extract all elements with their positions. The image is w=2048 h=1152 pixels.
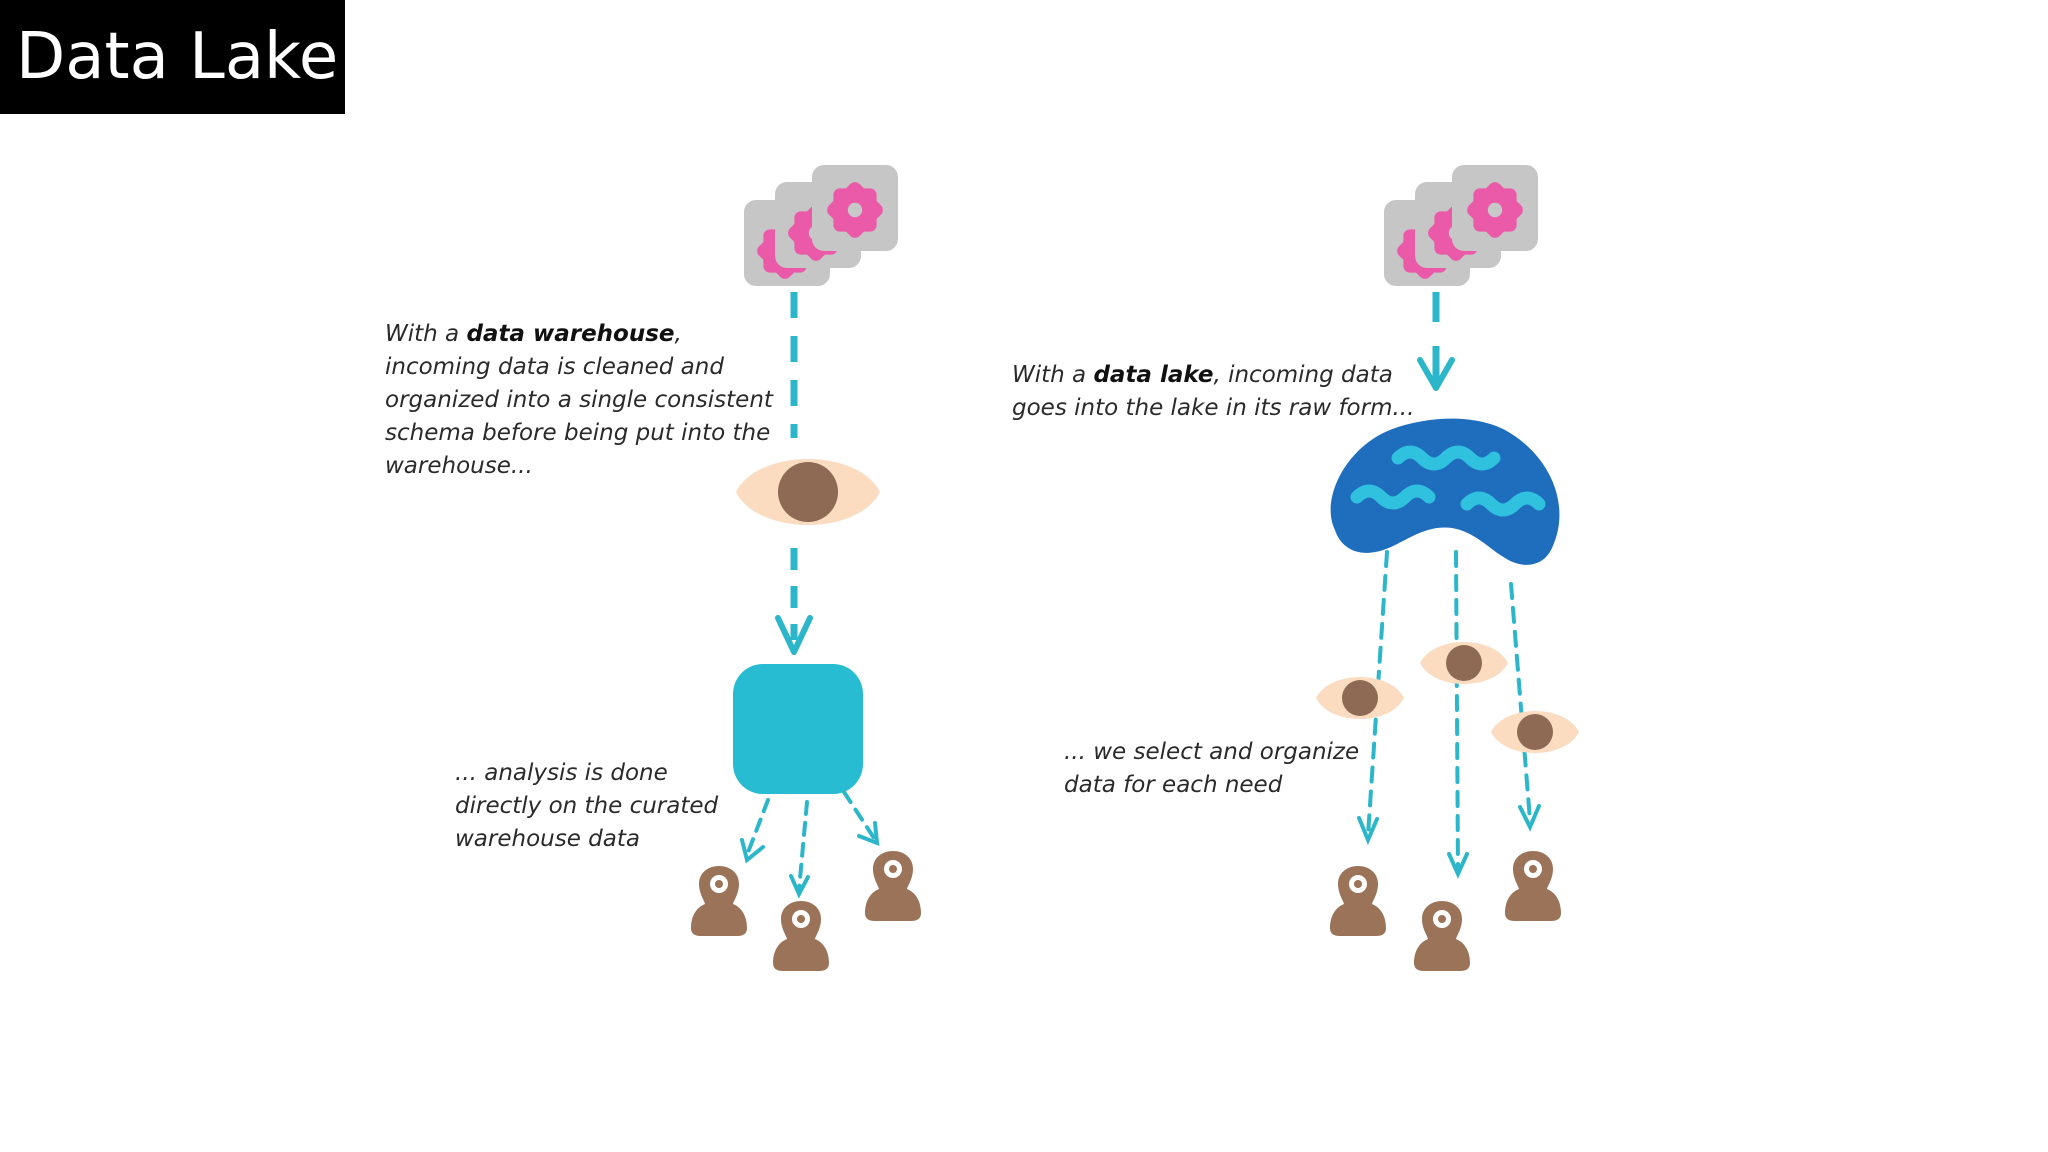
select-caption-line-1: ... we select and organize [1064,739,1360,765]
warehouse-caption-bold: data warehouse [466,321,675,347]
warehouse-caption-line-2: incoming data is cleaned and [385,354,724,380]
analysis-caption-line-2: directly on the curated [455,793,719,819]
warehouse-caption: With a data warehouse, incoming data is … [385,318,773,483]
warehouse-block-icon [733,664,863,794]
warehouse-fanout-arrows [740,790,880,899]
lake-source-gears-icon [1384,165,1538,286]
lake-icon [1330,418,1560,565]
user-icon [773,901,829,971]
lake-arrow-top [1417,292,1455,391]
eye-filter-icon [1491,711,1579,753]
user-icon [691,866,747,936]
slide-title: Data Lake [0,0,345,114]
user-icon [1330,866,1386,936]
lake-select-caption: ... we select and organize data for each… [1064,736,1359,802]
lake-caption-line-2: goes into the lake in its raw form... [1012,395,1415,421]
warehouse-arrow-middle [775,548,813,655]
lake-output-arrows [1357,550,1541,879]
lake-caption-bold: data lake [1093,362,1214,388]
analysis-caption-line-1: ... analysis is done [455,760,668,786]
warehouse-caption-line-4: schema before being put into the [385,420,771,446]
eye-filter-icon [1420,642,1508,684]
lake-caption-line-1: With a data lake, incoming data [1012,362,1393,388]
user-icon [1505,851,1561,921]
warehouse-caption-line-5: warehouse... [385,453,533,479]
eye-filter-icon [1316,677,1404,719]
warehouse-caption-line-1: With a data warehouse, [385,321,682,347]
select-caption-line-2: data for each need [1064,772,1283,798]
warehouse-caption-line-3: organized into a single consistent [385,387,773,413]
lake-caption: With a data lake, incoming data goes int… [1012,359,1414,425]
user-icon [1414,901,1470,971]
warehouse-analysis-caption: ... analysis is done directly on the cur… [455,757,718,856]
analysis-caption-line-3: warehouse data [455,826,640,852]
warehouse-source-gears-icon [744,165,898,286]
user-icon [865,851,921,921]
